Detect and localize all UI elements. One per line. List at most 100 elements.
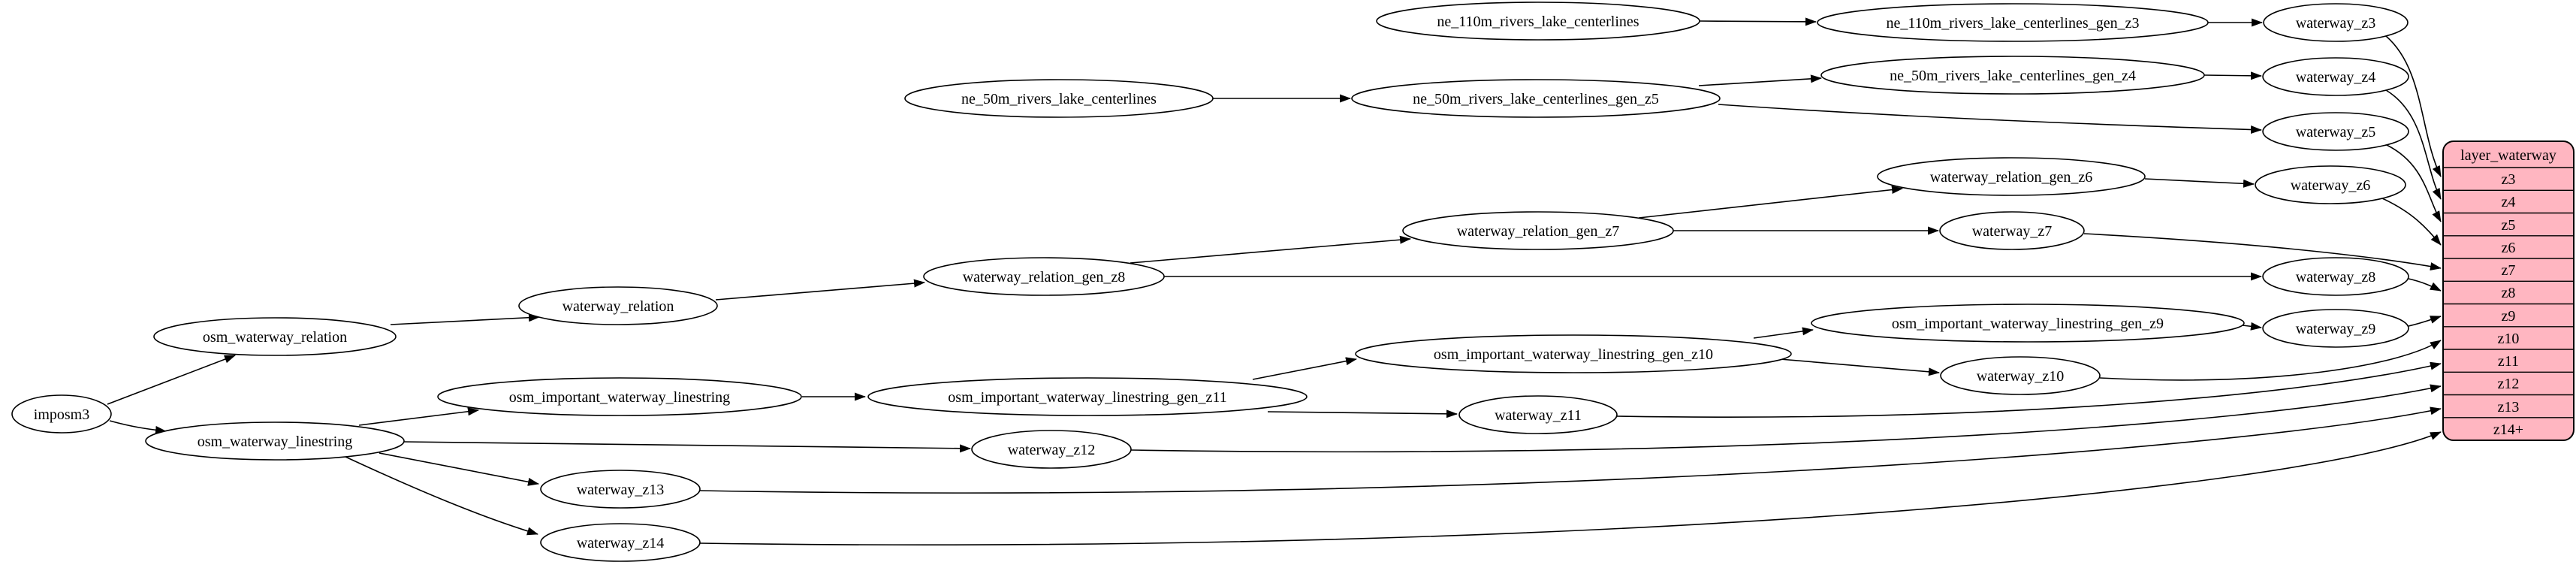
edge-gen_z11-waterway_z11: [1267, 409, 1458, 418]
edge-waterway_z5-row_z5: [2386, 144, 2442, 222]
edge-gen_z10-waterway_z10: [1779, 358, 1940, 376]
node-osm_waterway_relation-label: osm_waterway_relation: [203, 329, 347, 346]
node-waterway_relation_gen_z8-ellipse: [923, 257, 1165, 296]
node-ne_110m_rivers_lake_centerlines-ellipse: [1376, 2, 1700, 41]
node-osm_important_waterway_linestring_gen_z9: osm_important_waterway_linestring_gen_z9: [1811, 304, 2245, 343]
table-row-z11: z11: [2498, 353, 2519, 370]
node-waterway_z9-label: waterway_z9: [2296, 321, 2376, 337]
node-waterway_z13: waterway_z13: [540, 470, 701, 509]
edge-waterway_relation_gen_z7-waterway_relation_gen_z6: [1638, 186, 1903, 219]
node-osm_waterway_linestring-ellipse: [145, 421, 405, 461]
node-waterway_z13-ellipse: [540, 470, 701, 509]
edge-gen_z10-gen_z9: [1753, 327, 1814, 339]
node-ne_50m_rivers_lake_centerlines_gen_z4: ne_50m_rivers_lake_centerlines_gen_z4: [1820, 56, 2205, 95]
edge-imposm3-osm_waterway_relation: [107, 355, 236, 405]
table-row-z6: z6: [2502, 240, 2516, 256]
node-osm_waterway_linestring-label: osm_waterway_linestring: [198, 434, 353, 450]
node-waterway_z3: waterway_z3: [2263, 3, 2409, 42]
edge-osm_waterway_linestring-waterway_z13: [379, 452, 539, 486]
node-ne_50m_rivers_lake_centerlines-ellipse: [904, 79, 1214, 118]
node-ne_50m_rivers_lake_centerlines: ne_50m_rivers_lake_centerlines: [904, 79, 1214, 118]
edge-ne_110m-ne_110m_gen_z3: [1699, 17, 1817, 26]
node-osm_important_waterway_linestring_gen_z10: osm_important_waterway_linestring_gen_z1…: [1355, 334, 1792, 373]
table-row-z9: z9: [2502, 308, 2516, 325]
edge-osm_waterway_linestring-waterway_z12: [403, 441, 971, 453]
node-ne_50m_rivers_lake_centerlines_gen_z4-label: ne_50m_rivers_lake_centerlines_gen_z4: [1890, 68, 2136, 84]
nodes: imposm3 osm_waterway_relation osm_waterw…: [11, 2, 2409, 562]
table-row-z8: z8: [2502, 285, 2516, 301]
node-ne_110m_rivers_lake_centerlines_gen_z3-ellipse: [1817, 3, 2209, 42]
node-ne_110m_rivers_lake_centerlines: ne_110m_rivers_lake_centerlines: [1376, 2, 1700, 41]
node-ne_50m_rivers_lake_centerlines-label: ne_50m_rivers_lake_centerlines: [961, 91, 1157, 107]
node-waterway_z10: waterway_z10: [1940, 356, 2101, 395]
node-osm_important_waterway_linestring_gen_z9-ellipse: [1811, 304, 2245, 343]
node-waterway_z6-ellipse: [2255, 165, 2406, 204]
node-waterway_z3-ellipse: [2263, 3, 2409, 42]
node-waterway_z8-label: waterway_z8: [2296, 269, 2376, 286]
table-row-dividers: [2443, 167, 2574, 418]
node-waterway_z4: waterway_z4: [2262, 57, 2409, 96]
edge-ne_50m_gen_z5-ne_50m_gen_z4: [1698, 74, 1822, 86]
node-waterway_relation-ellipse: [518, 286, 718, 325]
node-waterway_z10-label: waterway_z10: [1977, 368, 2065, 385]
node-ne_50m_rivers_lake_centerlines_gen_z5-ellipse: [1351, 79, 1721, 118]
edge-waterway_z13-row_z13: [699, 406, 2442, 494]
node-waterway_z8: waterway_z8: [2262, 257, 2409, 296]
node-waterway_z13-label: waterway_z13: [577, 482, 665, 498]
edge-osm_waterway_linestring-waterway_z14: [345, 456, 538, 536]
edges: [107, 17, 2442, 545]
edge-waterway_z9-row_z9: [2408, 316, 2442, 327]
node-ne_50m_rivers_lake_centerlines_gen_z5-label: ne_50m_rivers_lake_centerlines_gen_z5: [1413, 91, 1659, 107]
node-waterway_z4-ellipse: [2262, 57, 2409, 96]
node-ne_110m_rivers_lake_centerlines_gen_z3-label: ne_110m_rivers_lake_centerlines_gen_z3: [1887, 15, 2140, 32]
node-ne_110m_rivers_lake_centerlines-label: ne_110m_rivers_lake_centerlines: [1437, 14, 1639, 30]
edge-waterway_z7-row_z7: [2083, 233, 2442, 270]
table-row-z3: z3: [2502, 171, 2516, 188]
node-waterway_z7: waterway_z7: [1939, 211, 2085, 250]
node-ne_50m_rivers_lake_centerlines_gen_z5: ne_50m_rivers_lake_centerlines_gen_z5: [1351, 79, 1721, 118]
node-waterway_z4-label: waterway_z4: [2296, 69, 2376, 86]
node-waterway_relation-label: waterway_relation: [563, 298, 674, 315]
node-osm_important_waterway_linestring-ellipse: [437, 377, 802, 416]
node-waterway_z6: waterway_z6: [2255, 165, 2406, 204]
node-waterway_relation_gen_z6: waterway_relation_gen_z6: [1877, 157, 2146, 196]
node-osm_important_waterway_linestring_gen_z9-label: osm_important_waterway_linestring_gen_z9: [1892, 316, 2164, 332]
node-waterway_z12-ellipse: [971, 430, 1132, 469]
node-waterway_z14-ellipse: [540, 523, 701, 562]
table-row-z14: z14+: [2493, 421, 2523, 438]
edge-osm_waterway_linestring-osm_important_waterway_linestring: [358, 407, 479, 426]
edge-waterway_z12-row_z12: [1130, 384, 2442, 453]
node-osm_waterway_relation-ellipse: [153, 317, 397, 356]
edge-waterway_relation_gen_z6-waterway_z6: [2144, 178, 2255, 188]
node-waterway_relation: waterway_relation: [518, 286, 718, 325]
node-imposm3-ellipse: [11, 394, 112, 434]
node-waterway_z11-label: waterway_z11: [1495, 407, 1582, 424]
table-row-z4: z4: [2502, 194, 2516, 210]
node-osm_important_waterway_linestring_gen_z11-ellipse: [867, 377, 1308, 416]
node-osm_waterway_linestring: osm_waterway_linestring: [145, 421, 405, 461]
node-waterway_z14-label: waterway_z14: [577, 535, 665, 551]
edge-gen_z9-waterway_z9: [2242, 322, 2262, 331]
node-osm_important_waterway_linestring: osm_important_waterway_linestring: [437, 377, 802, 416]
edge-osm_waterway_relation-waterway_relation: [390, 313, 540, 325]
table-row-z7: z7: [2502, 262, 2516, 279]
node-waterway_z5-label: waterway_z5: [2296, 124, 2376, 140]
table-row-z12: z12: [2498, 376, 2520, 392]
table-row-z10: z10: [2498, 331, 2520, 347]
edge-waterway_z10-row_z10: [2099, 340, 2442, 381]
edge-waterway_z6-row_z6: [2381, 198, 2442, 246]
table-row-z13: z13: [2498, 399, 2520, 415]
node-ne_50m_rivers_lake_centerlines_gen_z4-ellipse: [1820, 56, 2205, 95]
node-osm_important_waterway_linestring_gen_z10-ellipse: [1355, 334, 1792, 373]
edge-waterway_z4-row_z4: [2385, 89, 2442, 200]
node-osm_waterway_relation: osm_waterway_relation: [153, 317, 397, 356]
node-waterway_relation_gen_z8-label: waterway_relation_gen_z8: [963, 269, 1126, 286]
edge-waterway_z8-row_z8: [2408, 278, 2442, 292]
table-background: [2442, 140, 2574, 441]
node-waterway_z7-ellipse: [1939, 211, 2085, 250]
node-waterway_z12-label: waterway_z12: [1008, 442, 1096, 458]
node-waterway_z7-label: waterway_z7: [1972, 223, 2053, 240]
edge-waterway_relation-waterway_relation_gen_z8: [715, 279, 925, 301]
